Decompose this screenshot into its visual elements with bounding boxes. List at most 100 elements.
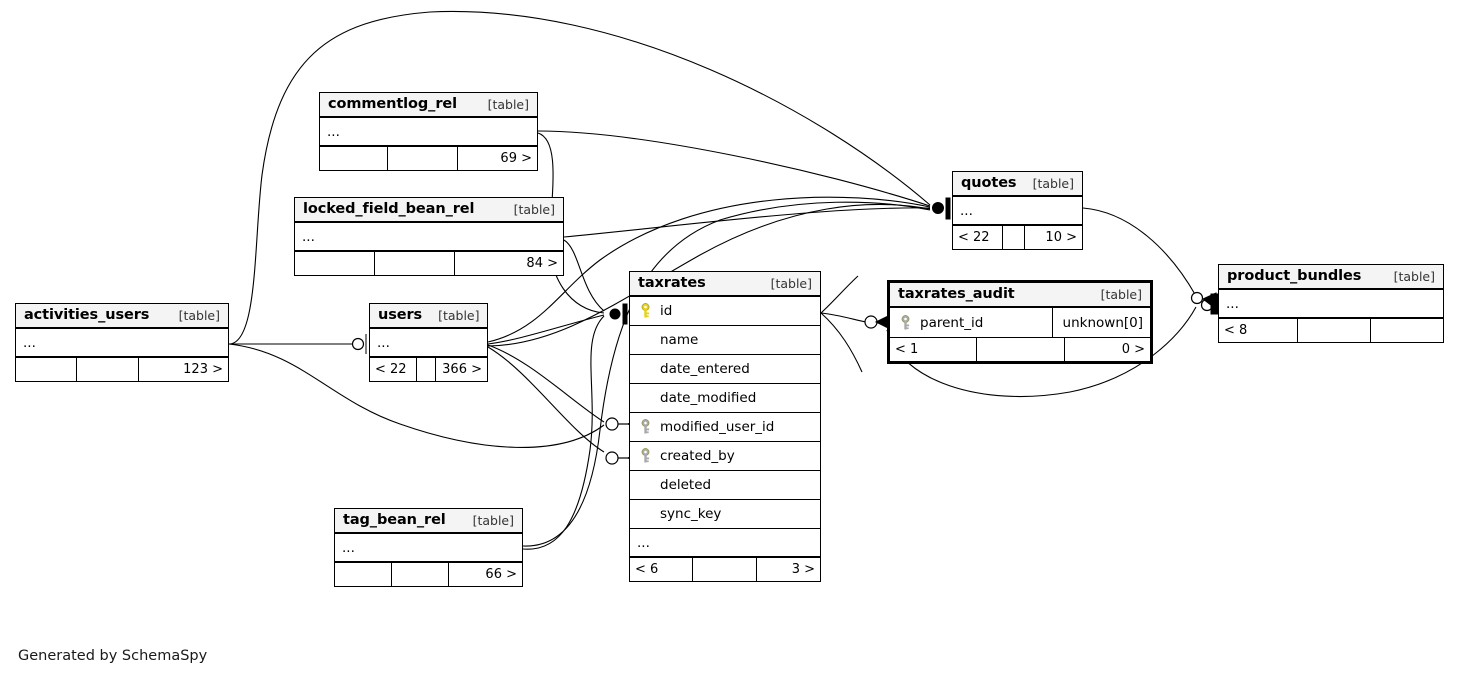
more-columns-ellipsis-product_bundles: ... xyxy=(1219,290,1443,318)
edge-users-taxrates-modified_user_id xyxy=(487,344,605,423)
footer-cell-activities_users-1 xyxy=(77,358,139,381)
footer-cell-activities_users-0 xyxy=(16,358,78,381)
table-footer-locked_field_bean_rel: 84 > xyxy=(295,251,563,275)
edge-tag_bean_rel-taxrates xyxy=(522,315,605,550)
table-header-users[interactable]: users [table] xyxy=(370,304,487,329)
table-node-commentlog_rel[interactable]: commentlog_rel [table]...69 > xyxy=(319,92,538,171)
table-header-activities_users[interactable]: activities_users[table] xyxy=(16,304,228,329)
footer-cell-product_bundles-2 xyxy=(1371,319,1443,342)
connector-taxrates_audit-left xyxy=(864,315,889,329)
table-node-activities_users[interactable]: activities_users[table]... 123 > xyxy=(15,303,229,382)
table-footer-activities_users: 123 > xyxy=(16,357,228,381)
table-name-taxrates_audit: taxrates_audit xyxy=(898,286,1015,302)
connector-quotes-left xyxy=(932,197,951,220)
table-header-locked_field_bean_rel[interactable]: locked_field_bean_rel [table] xyxy=(295,198,563,223)
more-columns-ellipsis-taxrates: ... xyxy=(630,529,820,557)
table-node-taxrates[interactable]: taxrates [table] id name date_entered date_mo… xyxy=(629,271,821,582)
foreign-key-icon xyxy=(636,448,654,464)
column-name: created_by xyxy=(660,448,735,464)
footer-cell-taxrates_audit-1 xyxy=(977,338,1065,361)
edge-locked_field_bean_rel-quotes xyxy=(563,207,931,238)
table-type-label-tag_bean_rel: [table] xyxy=(472,512,514,528)
column-row-taxrates-modified_user_id[interactable]: modified_user_id xyxy=(630,413,820,442)
footer-cell-quotes-2: 10 > xyxy=(1045,230,1077,245)
table-body-product_bundles: ... xyxy=(1219,290,1443,318)
edge-locked_field_bean_rel-taxrates xyxy=(563,239,605,312)
footer-cell-tag_bean_rel-0 xyxy=(335,563,393,586)
table-footer-commentlog_rel: 69 > xyxy=(320,146,537,170)
footer-cell-quotes-1 xyxy=(1003,226,1025,249)
edge-taxrates-fan-a xyxy=(820,275,859,314)
column-row-taxrates-created_by[interactable]: created_by xyxy=(630,442,820,471)
table-node-tag_bean_rel[interactable]: tag_bean_rel[table]...66 > xyxy=(334,508,523,587)
table-name-users: users xyxy=(378,307,423,323)
connector-users-left xyxy=(229,334,367,354)
table-body-activities_users: ... xyxy=(16,329,228,357)
footer-cell-taxrates-1 xyxy=(693,558,757,581)
table-footer-product_bundles: < 8 xyxy=(1219,318,1443,342)
more-columns-ellipsis-users: ... xyxy=(370,329,487,357)
more-columns-ellipsis-commentlog_rel: ... xyxy=(320,118,537,146)
column-type: unknown[0] xyxy=(1051,308,1150,337)
edge-taxrates-taxrates_audit xyxy=(820,312,867,323)
table-node-locked_field_bean_rel[interactable]: locked_field_bean_rel [table]...84 > xyxy=(294,197,564,276)
more-columns-ellipsis-locked_field_bean_rel: ... xyxy=(295,223,563,251)
table-name-taxrates: taxrates xyxy=(638,275,706,291)
table-node-product_bundles[interactable]: product_bundles [table]...< 8 xyxy=(1218,264,1444,343)
footer-cell-taxrates-0: < 6 xyxy=(630,558,694,581)
column-row-taxrates-id[interactable]: id xyxy=(630,297,820,326)
column-row-taxrates-date_modified[interactable]: date_modified xyxy=(630,384,820,413)
table-body-users: ... xyxy=(370,329,487,357)
column-row-taxrates-deleted[interactable]: deleted xyxy=(630,471,820,500)
footer-cell-taxrates_audit-0: < 1 xyxy=(890,338,978,361)
table-name-activities_users: activities_users xyxy=(24,307,150,323)
foreign-key-icon xyxy=(636,419,654,435)
column-row-taxrates-date_entered[interactable]: date_entered xyxy=(630,355,820,384)
table-body-quotes: ... xyxy=(953,197,1082,225)
edge-users-taxrates-id xyxy=(487,314,605,345)
table-name-product_bundles: product_bundles xyxy=(1227,268,1362,284)
table-header-taxrates[interactable]: taxrates [table] xyxy=(630,272,820,297)
table-header-commentlog_rel[interactable]: commentlog_rel [table] xyxy=(320,93,537,118)
table-footer-taxrates_audit: < 1 0 > xyxy=(890,337,1150,361)
foreign-key-icon xyxy=(896,314,914,331)
footer-cell-locked_field_bean_rel-1 xyxy=(375,252,455,275)
column-name: modified_user_id xyxy=(660,419,775,435)
footer-cell-taxrates_audit-2: 0 > xyxy=(1121,342,1145,357)
table-header-product_bundles[interactable]: product_bundles [table] xyxy=(1219,265,1443,290)
footer-cell-activities_users-2: 123 > xyxy=(183,362,223,377)
table-name-commentlog_rel: commentlog_rel xyxy=(328,96,457,112)
more-columns-ellipsis-quotes: ... xyxy=(953,197,1082,225)
connector-taxrates-id-left xyxy=(609,303,628,325)
table-name-locked_field_bean_rel: locked_field_bean_rel xyxy=(303,201,475,217)
column-name: deleted xyxy=(660,477,712,493)
table-type-label-locked_field_bean_rel: [table] xyxy=(513,201,555,217)
table-name-tag_bean_rel: tag_bean_rel xyxy=(343,512,446,528)
table-type-label-taxrates_audit: [table] xyxy=(1100,286,1142,302)
schemaspy-credit: Generated by SchemaSpy xyxy=(18,648,208,664)
table-body-taxrates: id name date_entered date_modified modified_… xyxy=(630,297,820,557)
column-name: id xyxy=(660,303,673,319)
column-name: date_entered xyxy=(660,361,750,377)
table-type-label-product_bundles: [table] xyxy=(1393,268,1435,284)
footer-cell-product_bundles-1 xyxy=(1298,319,1371,342)
column-row-taxrates-sync_key[interactable]: sync_key xyxy=(630,500,820,529)
table-body-locked_field_bean_rel: ... xyxy=(295,223,563,251)
table-name-quotes: quotes xyxy=(961,175,1017,191)
table-header-tag_bean_rel[interactable]: tag_bean_rel [table] xyxy=(335,509,522,534)
column-row-taxrates-name[interactable]: name xyxy=(630,326,820,355)
edge-commentlog_rel-quotes xyxy=(537,130,931,207)
table-type-label-taxrates: [table] xyxy=(770,275,812,291)
table-type-label-users: [table] xyxy=(438,307,480,323)
table-header-quotes[interactable]: quotes [table] xyxy=(953,172,1082,197)
table-header-taxrates_audit[interactable]: taxrates_audit [table] xyxy=(890,283,1150,308)
table-type-label-quotes: [table] xyxy=(1032,175,1074,191)
table-type-label-commentlog_rel: [table] xyxy=(487,96,529,112)
table-body-tag_bean_rel: ... xyxy=(335,534,522,562)
